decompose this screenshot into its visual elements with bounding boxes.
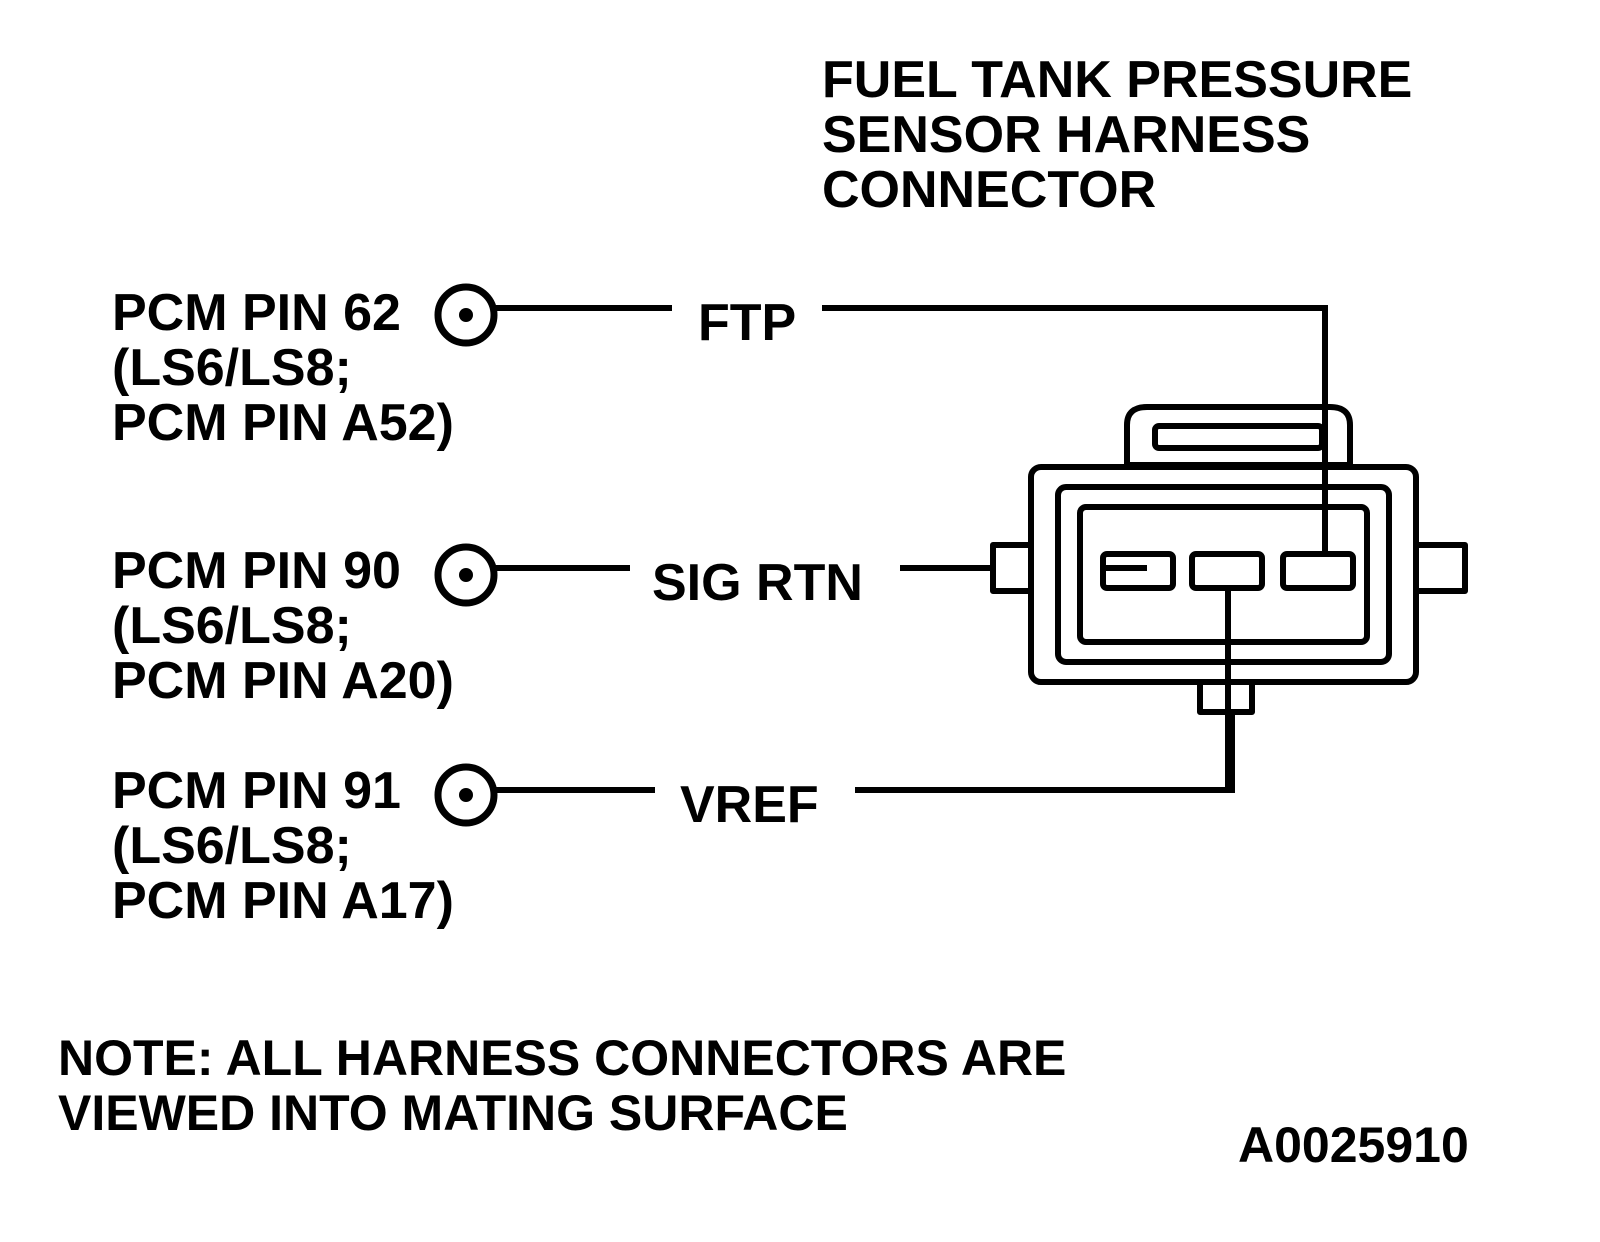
note-line-1: NOTE: ALL HARNESS CONNECTORS ARE (58, 1030, 1066, 1086)
pcm-pin-label: PCM PIN 90 (112, 542, 401, 600)
pcm-alt-line-2: PCM PIN A20) (112, 652, 454, 710)
connector-latch-slot (1152, 423, 1325, 451)
pin-group-sig-rtn: PCM PIN 90 (LS6/LS8; PCM PIN A20) SIG RT… (112, 542, 1147, 710)
signal-label-vref: VREF (680, 776, 819, 834)
connector-side-tab-right (1412, 542, 1468, 594)
figure-id: A0025910 (1238, 1117, 1469, 1173)
pcm-alt-line-2: PCM PIN A17) (112, 872, 454, 930)
terminal-slot-vref (1189, 551, 1265, 591)
note-line-2: VIEWED INTO MATING SURFACE (58, 1085, 848, 1141)
pcm-alt-line-1: (LS6/LS8; (112, 597, 352, 655)
pcm-pin-label: PCM PIN 91 (112, 762, 401, 820)
pcm-alt-line-1: (LS6/LS8; (112, 817, 352, 875)
title-line-3: CONNECTOR (822, 161, 1156, 219)
signal-label-sig-rtn: SIG RTN (652, 554, 863, 612)
title-line-2: SENSOR HARNESS (822, 106, 1310, 164)
terminal-icon (434, 763, 498, 827)
terminal-slot-ftp (1280, 551, 1356, 591)
terminal-icon (434, 543, 498, 607)
signal-label-ftp: FTP (698, 294, 796, 352)
note-block: NOTE: ALL HARNESS CONNECTORS ARE VIEWED … (58, 1030, 1066, 1141)
connector-title: FUEL TANK PRESSURE SENSOR HARNESS CONNEC… (822, 51, 1412, 219)
pcm-alt-line-2: PCM PIN A52) (112, 394, 454, 452)
pcm-pin-label: PCM PIN 62 (112, 284, 401, 342)
pin-group-vref: PCM PIN 91 (LS6/LS8; PCM PIN A17) VREF (112, 572, 1235, 930)
pcm-alt-line-1: (LS6/LS8; (112, 339, 352, 397)
terminal-icon (434, 283, 498, 347)
title-line-1: FUEL TANK PRESSURE (822, 51, 1412, 109)
